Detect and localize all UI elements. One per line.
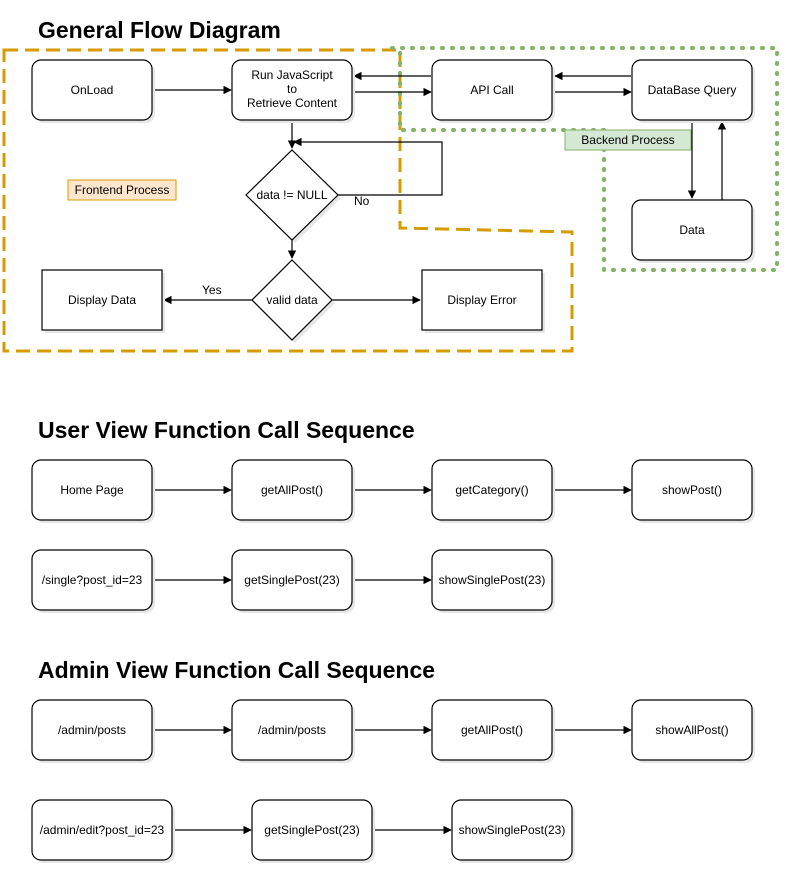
admin-node-get-all-post: getAllPost() [431,699,555,763]
node-display-data: Display Data [41,269,165,333]
admin-node-show-single-post-label: showSinglePost(23) [459,823,566,837]
admin-node-get-single-post: getSinglePost(23) [251,799,375,863]
decision-data-not-null-label: data != NULL [256,188,327,202]
edge-notnull-no-loop [293,137,443,196]
user-node-single-route-label: /single?post_id=23 [42,573,143,587]
node-onload: OnLoad [31,59,155,123]
admin-node-posts-route-2-label: /admin/posts [258,723,326,737]
user-view-title: User View Function Call Sequence [38,417,415,443]
backend-region [390,46,779,272]
node-api-call: API Call [431,59,555,123]
user-node-single-route: /single?post_id=23 [31,549,155,613]
admin-node-get-single-post-label: getSinglePost(23) [264,823,359,837]
node-run-javascript: Run JavaScript to Retrieve Content [231,59,355,123]
general-flow-title: General Flow Diagram [38,17,281,43]
user-node-show-post-label: showPost() [662,483,722,497]
backend-process-label: Backend Process [581,133,674,147]
admin-node-edit-route: /admin/edit?post_id=23 [31,799,175,863]
user-node-show-post: showPost() [631,459,755,523]
user-node-get-category-label: getCategory() [455,483,528,497]
admin-node-get-all-post-label: getAllPost() [461,723,523,737]
user-node-show-single-post: showSinglePost(23) [431,549,555,613]
admin-node-posts-route: /admin/posts [31,699,155,763]
decision-valid-data-label: valid data [266,293,318,307]
user-node-show-single-post-label: showSinglePost(23) [439,573,546,587]
edge-label-yes: Yes [202,283,222,297]
node-display-data-label: Display Data [68,293,136,307]
user-node-get-all-post: getAllPost() [231,459,355,523]
admin-node-posts-route-label: /admin/posts [58,723,126,737]
decision-data-not-null: data != NULL [245,149,341,243]
node-run-js-line3: Retrieve Content [247,96,338,110]
node-data: Data [631,199,755,263]
node-run-js-line1: Run JavaScript [251,68,333,82]
admin-node-edit-route-label: /admin/edit?post_id=23 [40,823,165,837]
admin-node-show-single-post: showSinglePost(23) [451,799,575,863]
admin-node-show-all-post: showAllPost() [631,699,755,763]
backend-process-tag: Backend Process [564,129,692,151]
edge-label-no: No [354,194,370,208]
user-node-get-single-post: getSinglePost(23) [231,549,355,613]
admin-view-title: Admin View Function Call Sequence [38,657,435,683]
admin-node-show-all-post-label: showAllPost() [655,723,728,737]
admin-node-posts-route-2: /admin/posts [231,699,355,763]
node-onload-label: OnLoad [71,83,114,97]
node-api-call-label: API Call [470,83,513,97]
user-node-get-all-post-label: getAllPost() [261,483,323,497]
node-display-error-label: Display Error [447,293,516,307]
user-node-home-page: Home Page [31,459,155,523]
node-database-query-label: DataBase Query [648,83,737,97]
node-data-label: Data [679,223,705,237]
node-run-js-line2: to [287,82,297,96]
frontend-region [2,48,574,353]
node-display-error: Display Error [421,269,545,333]
user-node-get-category: getCategory() [431,459,555,523]
frontend-process-label: Frontend Process [75,183,170,197]
frontend-process-tag: Frontend Process [67,179,177,201]
user-node-get-single-post-label: getSinglePost(23) [244,573,339,587]
user-node-home-page-label: Home Page [60,483,124,497]
decision-valid-data: valid data [251,259,335,343]
node-database-query: DataBase Query [631,59,755,123]
